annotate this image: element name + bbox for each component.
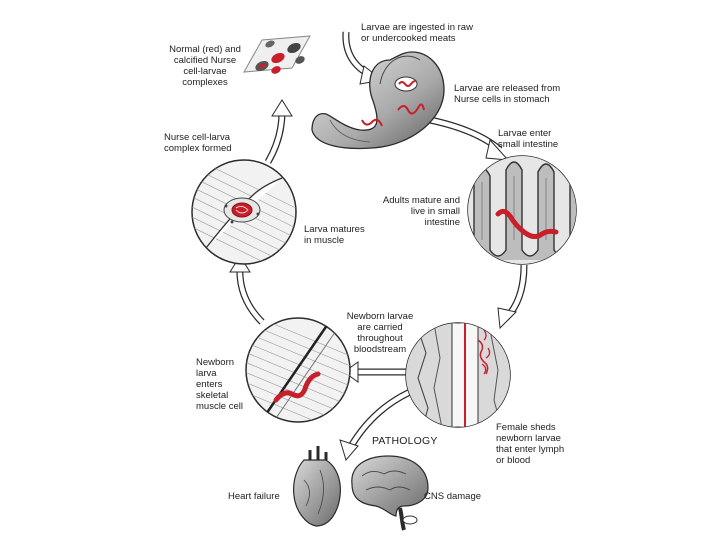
nurse-cell-circle [191, 159, 297, 265]
label-heart-failure: Heart failure [228, 491, 280, 502]
label-enter-small-intestine: Larvae enter small intestine [498, 128, 559, 150]
label-released: Larvae are released from Nurse cells in … [454, 83, 561, 105]
heart-illustration [293, 446, 341, 527]
label-pathology: PATHOLOGY [372, 435, 438, 447]
label-enters-muscle: Newborn larva enters skeletal muscle cel… [196, 357, 243, 412]
label-adults-mature: Adults mature and live in small intestin… [382, 195, 460, 228]
stomach-illustration [311, 51, 445, 150]
label-larva-matures: Larva matures in muscle [304, 224, 365, 246]
label-carried-bloodstream: Newborn larvae are carried throughout bl… [346, 311, 414, 355]
arrow-nurse-to-complexes [264, 99, 293, 164]
arrow-blood-to-pathology [339, 388, 412, 462]
calcified-complexes-illustration [243, 35, 311, 74]
label-calcified-complexes: Normal (red) and calcified Nurse cell-la… [169, 44, 241, 88]
label-complex-formed: Nurse cell-larva complex formed [164, 132, 232, 154]
arrow-muscle-to-nurse [229, 255, 265, 325]
arrow-intestine-to-blood [497, 264, 528, 330]
skeletal-muscle-circle [245, 317, 351, 423]
label-female-sheds: Female sheds newborn larvae that enter l… [496, 422, 565, 466]
arrow-stomach-to-intestine [419, 114, 510, 161]
label-ingested: Larvae are ingested in raw or undercooke… [361, 22, 473, 44]
small-intestine-circle [467, 155, 577, 265]
label-cns-damage: CNS damage [424, 491, 482, 502]
arrow-blood-to-muscle [343, 361, 408, 383]
brain-illustration [351, 455, 429, 531]
blood-vessel-circle [405, 322, 511, 428]
